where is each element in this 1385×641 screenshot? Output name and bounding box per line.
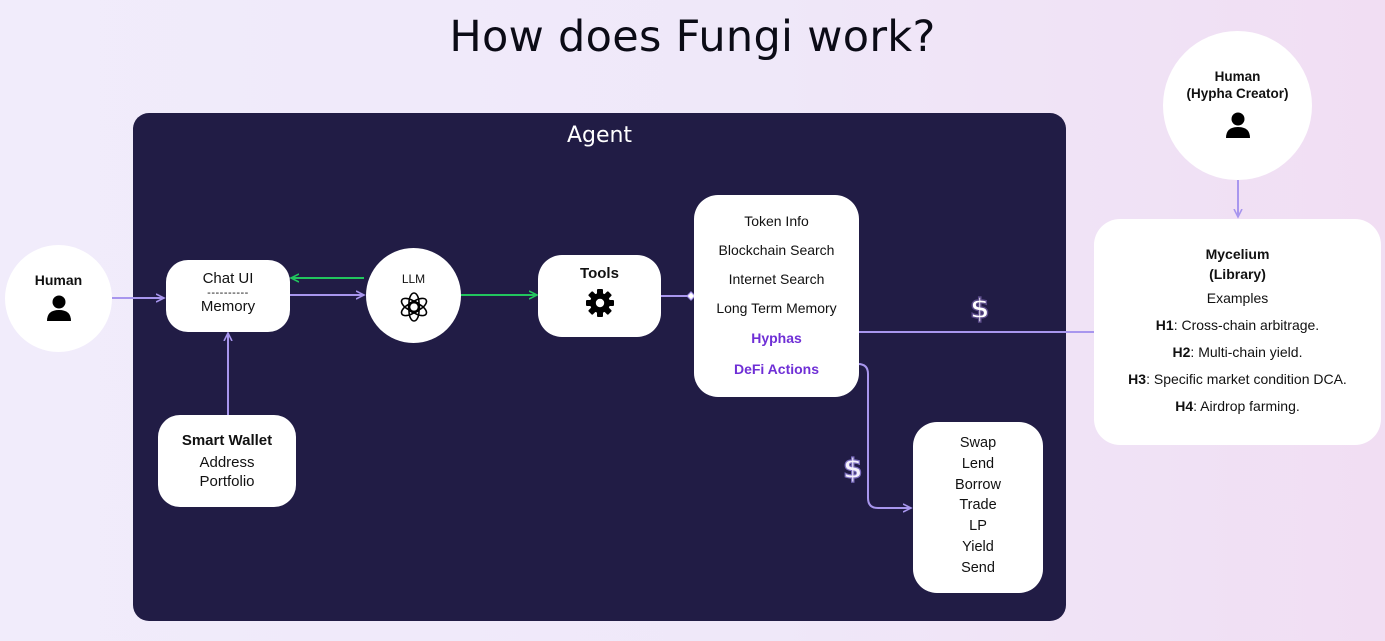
smart-wallet-title: Smart Wallet bbox=[181, 432, 273, 449]
diagram-title: How does Fungi work? bbox=[449, 12, 936, 62]
tool-blockchain-search: Blockchain Search bbox=[718, 242, 835, 258]
person-icon bbox=[1163, 111, 1312, 144]
action-lend: Lend bbox=[961, 455, 995, 472]
tool-list-node: Token Info Blockchain Search Internet Se… bbox=[694, 195, 859, 397]
person-icon bbox=[5, 294, 112, 322]
action-swap: Swap bbox=[959, 435, 997, 451]
wallet-address: Address bbox=[199, 453, 255, 471]
mycelium-node: Mycelium (Library) Examples H1: Cross-ch… bbox=[1094, 219, 1381, 445]
mycelium-h2: H2: Multi-chain yield. bbox=[1172, 344, 1303, 360]
tool-defi-actions: DeFi Actions bbox=[733, 361, 820, 377]
tools-node: Tools bbox=[538, 255, 661, 337]
mycelium-subtitle: (Library) bbox=[1209, 266, 1266, 282]
human-left-node: Human bbox=[5, 245, 112, 352]
gear-icon bbox=[538, 288, 661, 323]
human-creator-line1: Human bbox=[1214, 69, 1261, 84]
mycelium-examples: Examples bbox=[1206, 290, 1269, 306]
mycelium-h4: H4: Airdrop farming. bbox=[1175, 398, 1300, 414]
agent-label: Agent bbox=[566, 123, 633, 148]
smart-wallet-node: Smart Wallet Address Portfolio bbox=[158, 415, 296, 507]
chat-ui-label: Chat UI bbox=[202, 270, 254, 287]
openai-icon bbox=[366, 291, 461, 328]
dollar-sign-defi: $ bbox=[842, 451, 863, 485]
tool-hyphas: Hyphas bbox=[751, 330, 802, 346]
action-borrow: Borrow bbox=[955, 476, 1001, 493]
agent-panel bbox=[133, 113, 1066, 621]
memory-label: Memory bbox=[200, 297, 256, 315]
mycelium-h3: H3: Specific market condition DCA. bbox=[1128, 371, 1347, 387]
dollar-sign-hyphas: $ bbox=[969, 291, 990, 325]
llm-node: LLM bbox=[366, 248, 461, 343]
llm-label: LLM bbox=[401, 272, 426, 286]
chat-divider: ---------- bbox=[207, 286, 249, 299]
action-lp: LP bbox=[969, 518, 987, 535]
mycelium-h1: H1: Cross-chain arbitrage. bbox=[1155, 317, 1320, 333]
tool-internet-search: Internet Search bbox=[728, 271, 825, 287]
chat-memory-node: Chat UI ---------- Memory bbox=[166, 260, 290, 332]
mycelium-title: Mycelium bbox=[1205, 246, 1270, 262]
defi-actions-node: Swap Lend Borrow Trade LP Yield Send bbox=[913, 422, 1043, 593]
action-send: Send bbox=[961, 559, 995, 576]
defi-to-actions-arrow bbox=[822, 363, 911, 508]
tools-label: Tools bbox=[580, 265, 619, 282]
tool-long-term-memory: Long Term Memory bbox=[716, 300, 837, 316]
human-creator-node: Human (Hypha Creator) bbox=[1163, 31, 1312, 180]
action-trade: Trade bbox=[959, 497, 997, 514]
human-left-label: Human bbox=[34, 272, 83, 288]
action-yield: Yield bbox=[962, 538, 994, 555]
wallet-portfolio: Portfolio bbox=[199, 472, 255, 490]
human-creator-line2: (Hypha Creator) bbox=[1186, 85, 1289, 101]
tool-token-info: Token Info bbox=[744, 213, 809, 229]
